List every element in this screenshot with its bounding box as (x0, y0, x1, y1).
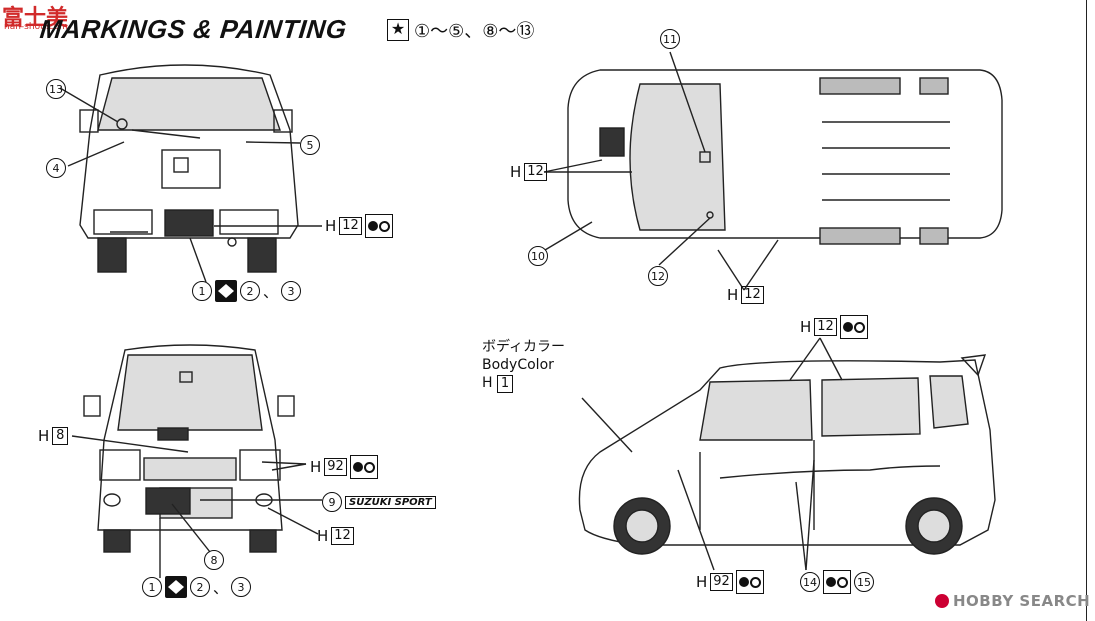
front-view-car (71, 344, 322, 578)
star-icon: ★ (387, 19, 409, 41)
decal-stripe: 14 15 (800, 570, 874, 594)
callout-5: 5 (300, 135, 320, 155)
decal-set-rear: 1 2、3 (192, 280, 302, 302)
hobby-search-logo-icon (935, 594, 949, 608)
decal-set-front: 1 2、3 (142, 576, 252, 598)
legend-text: ①～⑤、⑧～⑬ (414, 21, 535, 42)
callout-10: 10 (528, 246, 548, 266)
callout-12: 12 (648, 266, 668, 286)
side-view-car (578, 337, 996, 571)
callout-4: 4 (46, 158, 66, 178)
body-color-label: ボディカラー BodyColor H 1 (482, 339, 566, 393)
callout-13: 13 (46, 79, 66, 99)
paint-mix-icon (823, 570, 851, 594)
swap-arrow-icon (215, 280, 237, 302)
callout-8: 8 (204, 550, 224, 570)
rear-view-car (59, 64, 322, 283)
watermark-logo: 富士美 (2, 6, 69, 31)
credit-hobby-search: HOBBY SEARCH (935, 592, 1090, 610)
watermark-url: nan-shou.com (4, 22, 68, 32)
callout-9: 9 SUZUKI SPORT (322, 492, 436, 512)
border-rule (1086, 0, 1087, 621)
paint-mix-icon (364, 214, 393, 238)
paint-mix-icon (839, 315, 868, 339)
callout-11: 11 (660, 29, 680, 49)
swap-arrow-icon (165, 576, 187, 598)
top-view-car (543, 51, 1003, 291)
paint-mix-icon (349, 455, 378, 479)
paint-mix-icon (735, 570, 764, 594)
